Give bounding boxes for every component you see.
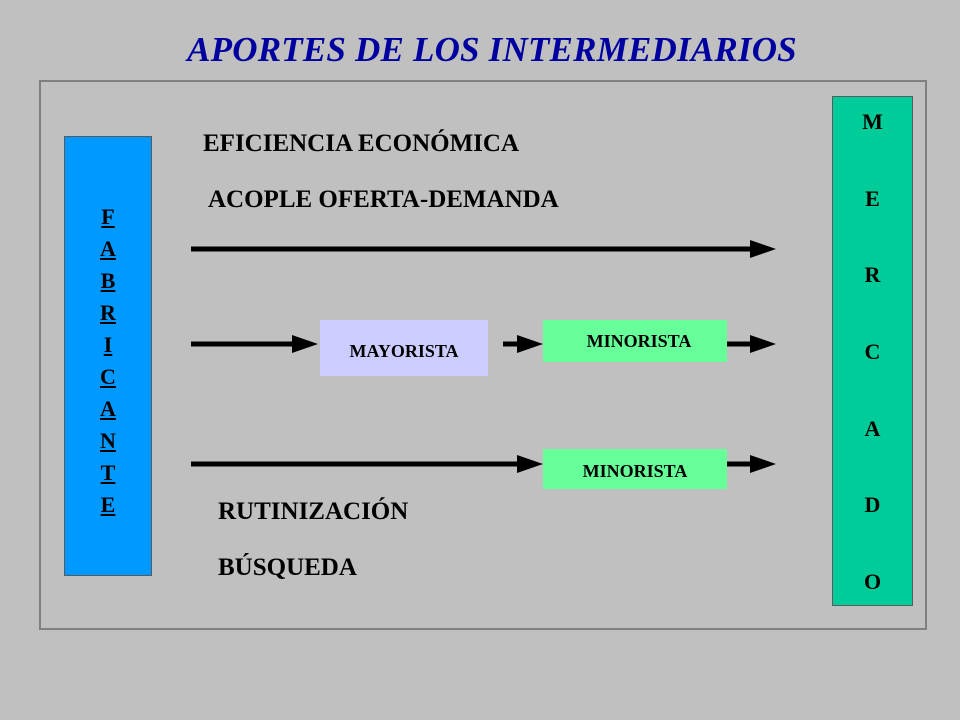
arrow-direct [191,240,776,258]
fabricante-letter: A [100,396,116,421]
fabricante-letter: I [103,332,113,357]
arrow-to-mayorista [191,335,318,353]
fabricante-letter: C [100,364,116,389]
arrow-to-minorista-bottom [191,455,543,473]
mayorista-box: MAYORISTA [320,320,488,376]
fabricante-letter: N [100,428,116,453]
mercado-box: M E R C A D O [832,96,913,606]
arrow-mayorista-to-minorista [503,335,543,353]
label-rutinizacion: RUTINIZACIÓN [218,498,409,525]
fabricante-letter: F [101,204,115,229]
mercado-letter: E [865,185,880,211]
diagram-title: APORTES DE LOS INTERMEDIARIOS [187,30,797,69]
arrow-minorista-to-mercado-top [727,335,776,353]
label-eficiencia-economica: EFICIENCIA ECONÓMICA [203,130,520,157]
label-busqueda: BÚSQUEDA [218,554,357,581]
arrow-minorista-to-mercado-bottom [727,455,776,473]
mercado-letter: R [864,262,881,288]
mercado-letter: D [864,492,881,518]
minorista-box-top: MINORISTA [543,320,727,362]
fabricante-letter: E [100,492,116,517]
mercado-letter: M [862,109,883,134]
minorista-box-bottom: MINORISTA [543,449,727,489]
fabricante-letter: T [100,460,116,485]
mercado-letter: A [864,415,881,441]
mercado-letter: O [863,568,882,594]
fabricante-letter: R [100,300,116,325]
diagram-frame [39,80,927,630]
fabricante-letter: B [100,268,116,293]
fabricante-letter: A [100,236,116,261]
mercado-letter: C [864,338,881,364]
label-acople-oferta-demanda: ACOPLE OFERTA-DEMANDA [208,186,559,213]
